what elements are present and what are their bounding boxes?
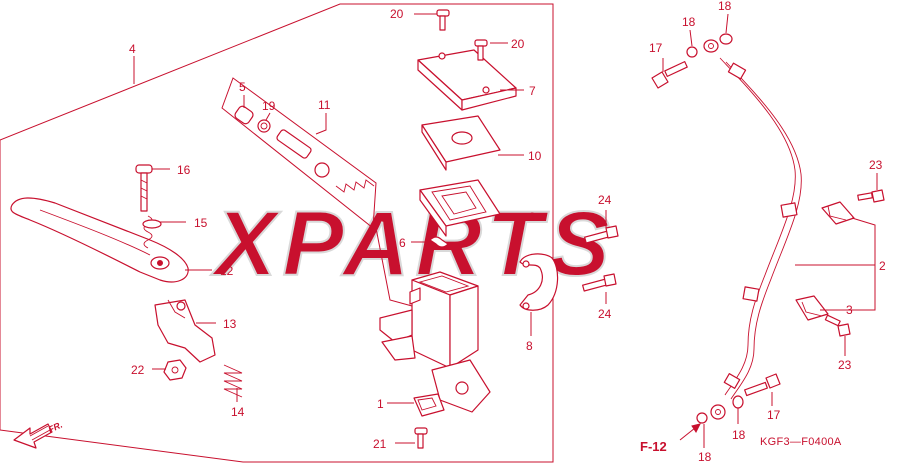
sealing-washer-upper-2: [719, 33, 733, 45]
clamp-bolt-lower: [824, 314, 851, 337]
callout-9: 9: [529, 210, 536, 224]
callout-10: 10: [528, 149, 542, 163]
callout-3: 3: [846, 303, 853, 317]
callout-4: 4: [129, 42, 136, 56]
hose-banjo-lower: [710, 404, 726, 420]
holder-bolt-lower: [582, 273, 617, 292]
piston: [276, 129, 330, 178]
brake-light-switch: [413, 393, 445, 417]
clamp-bolt-upper: [857, 189, 885, 203]
piston-boot: [234, 105, 254, 125]
leader-lines: [133, 13, 878, 448]
oil-bolt-upper: [651, 61, 688, 89]
callout-23-lower: 23: [838, 358, 852, 372]
callout-14: 14: [231, 405, 245, 419]
pivot-spring: [142, 215, 162, 249]
protector: [429, 236, 449, 248]
sealing-washer-lower-2: [732, 395, 744, 409]
callout-6: 6: [399, 236, 406, 250]
callout-15: 15: [194, 216, 208, 230]
hose-clamp-lower: [795, 295, 829, 321]
callout-18-upper-2: 18: [718, 0, 732, 13]
reference-label: F-12: [640, 439, 667, 454]
callout-7: 7: [529, 84, 536, 98]
cap-screw-1: [436, 9, 450, 31]
set-plate: [421, 115, 501, 171]
piston-kit-boundary: [221, 77, 377, 229]
callout-2: 2: [879, 259, 886, 273]
callout-13: 13: [223, 317, 237, 331]
callout-18-upper-1: 18: [682, 15, 696, 29]
callout-1: 1: [377, 397, 384, 411]
callout-17-upper: 17: [649, 41, 663, 55]
switch-screw: [414, 427, 428, 449]
cap-screw-2: [474, 39, 488, 61]
circlip: [257, 119, 271, 133]
sealing-washer-lower-1: [696, 412, 708, 424]
callout-19: 19: [262, 99, 276, 113]
piston-spring: [335, 179, 375, 193]
callout-5: 5: [239, 80, 246, 94]
sealing-washer-upper-1: [686, 46, 698, 58]
diaphragm: [419, 179, 501, 237]
hose-clamp-upper: [821, 201, 855, 225]
callout-20-right: 20: [511, 37, 525, 51]
callout-12: 12: [220, 264, 234, 278]
hose-banjo-upper: [703, 39, 719, 53]
callout-11: 11: [318, 98, 331, 112]
callout-23-upper: 23: [869, 158, 883, 172]
pivot-bolt: [135, 164, 153, 212]
callout-18-lower-2: 18: [698, 450, 712, 464]
callout-20-top: 20: [390, 7, 404, 21]
callout-24-upper: 24: [598, 193, 612, 207]
callout-16: 16: [177, 163, 191, 177]
watermark-logo: XPARTS: [210, 193, 616, 295]
callout-17-lower: 17: [767, 408, 781, 422]
diagram-code: KGF3—F0400A: [760, 436, 842, 448]
callout-22: 22: [131, 363, 145, 377]
holder-bolt-upper: [584, 225, 619, 244]
master-cylinder-holder: [519, 253, 559, 311]
assembly-boundary: [0, 3, 554, 463]
callout-18-lower-1: 18: [732, 428, 746, 442]
front-direction-arrow: [13, 423, 53, 449]
brake-hose: [719, 57, 802, 400]
lever-bracket: [154, 299, 216, 363]
pivot-nut: [163, 359, 187, 381]
callout-24-lower: 24: [598, 307, 612, 321]
oil-bolt-lower: [744, 373, 781, 397]
master-cylinder-body: [379, 271, 491, 413]
callout-8: 8: [526, 339, 533, 353]
return-spring: [223, 364, 243, 398]
reservoir-cap: [417, 49, 517, 111]
direction-label: FR.: [47, 420, 64, 435]
brake-lever: [10, 197, 189, 283]
reference-arrow: [679, 423, 701, 441]
callout-21: 21: [373, 437, 387, 451]
